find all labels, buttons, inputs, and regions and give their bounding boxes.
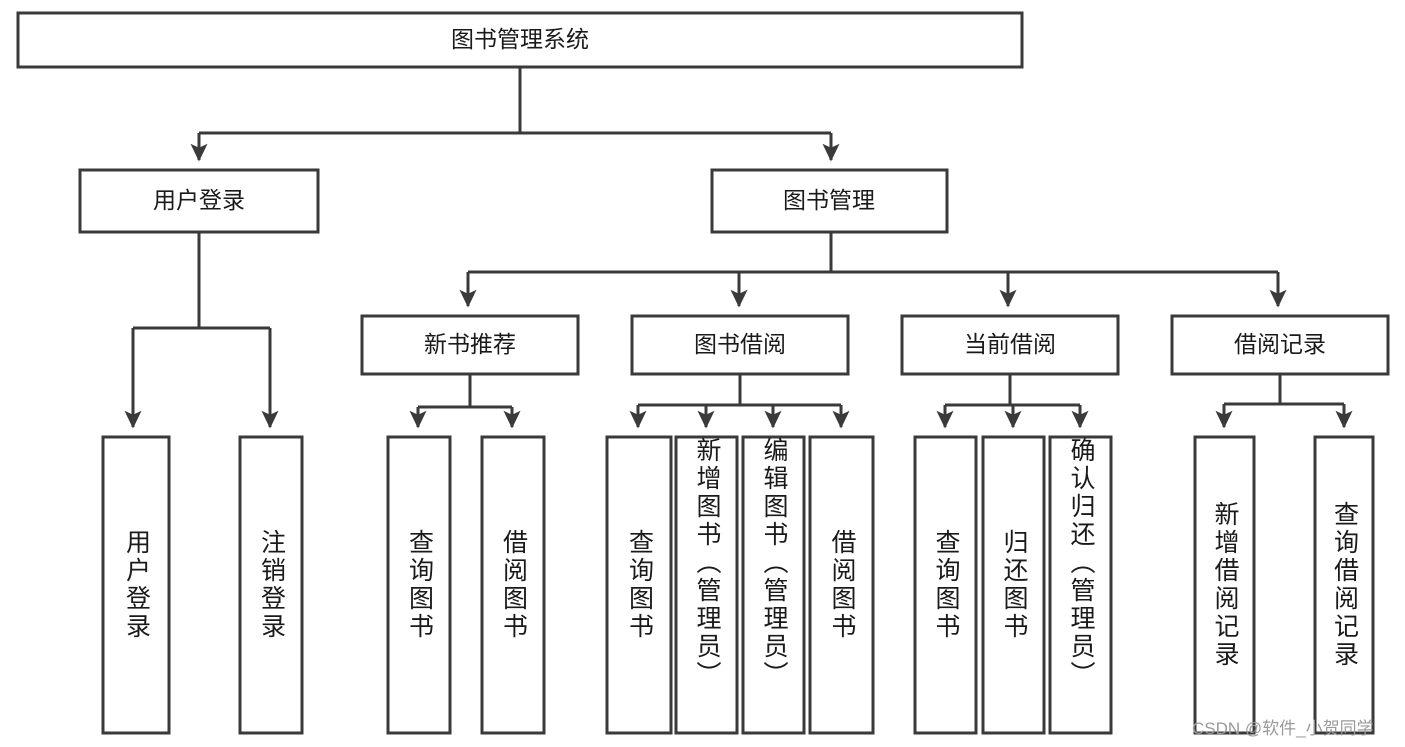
leaf-box-borrow-book[interactable] — [808, 435, 875, 735]
node-layer: 图书管理系统 用户登录 图书管理 新书推荐 图书借阅 当前借阅 — [16, 11, 1390, 376]
leaf-label-query-book-borrow[interactable]: 查询图书 — [607, 437, 671, 733]
node-root-box[interactable] — [16, 11, 1024, 69]
leaf-label-query-book-borrow-text: 查询图书 — [625, 529, 654, 641]
leaf-box-add-borrow-record[interactable] — [1193, 435, 1256, 735]
node-user-login[interactable]: 用户登录 — [78, 168, 320, 234]
connector-book-mgmt-bus — [468, 232, 1278, 306]
leaf-label-logout-login-text: 注销登录 — [257, 529, 286, 641]
leaf-box-query-book-current[interactable] — [913, 435, 978, 735]
leaf-box-edit-book-admin[interactable] — [741, 435, 806, 735]
leaf-label-query-book-recommend-text: 查询图书 — [405, 529, 434, 641]
leaf-label-add-borrow-record-text: 新增借阅记录 — [1211, 501, 1239, 669]
connector-user-login-bus — [133, 232, 270, 427]
leaf-box-borrow-book-recommend[interactable] — [480, 435, 546, 735]
leaf-box-confirm-return-admin[interactable] — [1048, 435, 1113, 735]
leaf-box-query-borrow-record[interactable] — [1313, 435, 1375, 735]
node-current-borrow-label: 当前借阅 — [964, 331, 1056, 357]
node-book-management[interactable]: 图书管理 — [710, 168, 949, 234]
leaf-label-add-book-admin[interactable]: 新增图书（管理员） — [676, 437, 737, 733]
connector-layer — [133, 67, 1353, 427]
node-book-borrow-label: 图书借阅 — [694, 331, 786, 357]
leaf-label-return-book-text: 归还图书 — [1000, 529, 1028, 641]
node-root-label: 图书管理系统 — [451, 26, 589, 52]
leaf-box-logout-login[interactable] — [238, 435, 304, 735]
leaf-label-query-book-current[interactable]: 查询图书 — [915, 437, 976, 733]
node-new-book-recommend[interactable]: 新书推荐 — [360, 314, 580, 376]
leaf-box-query-book-borrow[interactable] — [605, 435, 673, 735]
connector-newbook-bus — [418, 374, 512, 427]
leaf-label-logout-login[interactable]: 注销登录 — [240, 437, 302, 733]
node-borrow-records-label: 借阅记录 — [1234, 331, 1326, 357]
leaf-label-user-login[interactable]: 用户登录 — [103, 437, 169, 733]
connector-root-bus — [199, 67, 831, 160]
leaf-label-query-book-current-text: 查询图书 — [932, 529, 960, 641]
node-current-borrow-box[interactable] — [900, 314, 1120, 376]
leaf-label-confirm-return-admin[interactable]: 确认归还（管理员） — [1050, 437, 1111, 733]
leaf-label-confirm-return-admin-text: 确认归还（管理员） — [1067, 437, 1095, 689]
node-new-book-recommend-box[interactable] — [360, 314, 580, 376]
leaf-label-borrow-book-text: 借阅图书 — [828, 529, 856, 641]
leaf-label-add-book-admin-text: 新增图书（管理员） — [693, 437, 721, 689]
node-root[interactable]: 图书管理系统 — [16, 11, 1024, 69]
node-user-login-label: 用户登录 — [153, 187, 245, 213]
leaf-box-add-book-admin[interactable] — [674, 435, 739, 735]
leaf-label-query-borrow-record-text: 查询借阅记录 — [1330, 501, 1359, 669]
node-book-management-box[interactable] — [710, 168, 949, 234]
leaf-label-query-book-recommend[interactable]: 查询图书 — [388, 437, 450, 733]
leaf-label-borrow-book-recommend[interactable]: 借阅图书 — [482, 437, 544, 733]
leaf-box-query-book-recommend[interactable] — [386, 435, 452, 735]
leaf-label-add-borrow-record[interactable]: 新增借阅记录 — [1195, 437, 1254, 733]
node-new-book-recommend-label: 新书推荐 — [424, 331, 516, 357]
node-borrow-records[interactable]: 借阅记录 — [1170, 314, 1390, 376]
node-book-borrow[interactable]: 图书借阅 — [630, 314, 850, 376]
node-borrow-records-box[interactable] — [1170, 314, 1390, 376]
leaf-label-user-login-text: 用户登录 — [122, 529, 151, 641]
node-user-login-box[interactable] — [78, 168, 320, 234]
leaf-label-query-borrow-record[interactable]: 查询借阅记录 — [1315, 437, 1373, 733]
leaf-box-layer — [101, 435, 1375, 735]
connector-records-bus — [1224, 374, 1344, 427]
csdn-watermark: CSDN @软件_小贺同学 — [1192, 719, 1374, 738]
leaf-label-return-book[interactable]: 归还图书 — [983, 437, 1044, 733]
leaf-box-user-login[interactable] — [101, 435, 171, 735]
node-book-management-label: 图书管理 — [783, 187, 875, 213]
node-book-borrow-box[interactable] — [630, 314, 850, 376]
connector-borrow-bus — [638, 374, 841, 427]
leaf-label-borrow-book[interactable]: 借阅图书 — [810, 437, 873, 733]
leaf-label-edit-book-admin-text: 编辑图书（管理员） — [760, 437, 788, 689]
leaf-box-return-book[interactable] — [981, 435, 1046, 735]
leaf-label-edit-book-admin[interactable]: 编辑图书（管理员） — [743, 437, 804, 733]
leaf-label-borrow-book-recommend-text: 借阅图书 — [499, 529, 528, 641]
node-current-borrow[interactable]: 当前借阅 — [900, 314, 1120, 376]
